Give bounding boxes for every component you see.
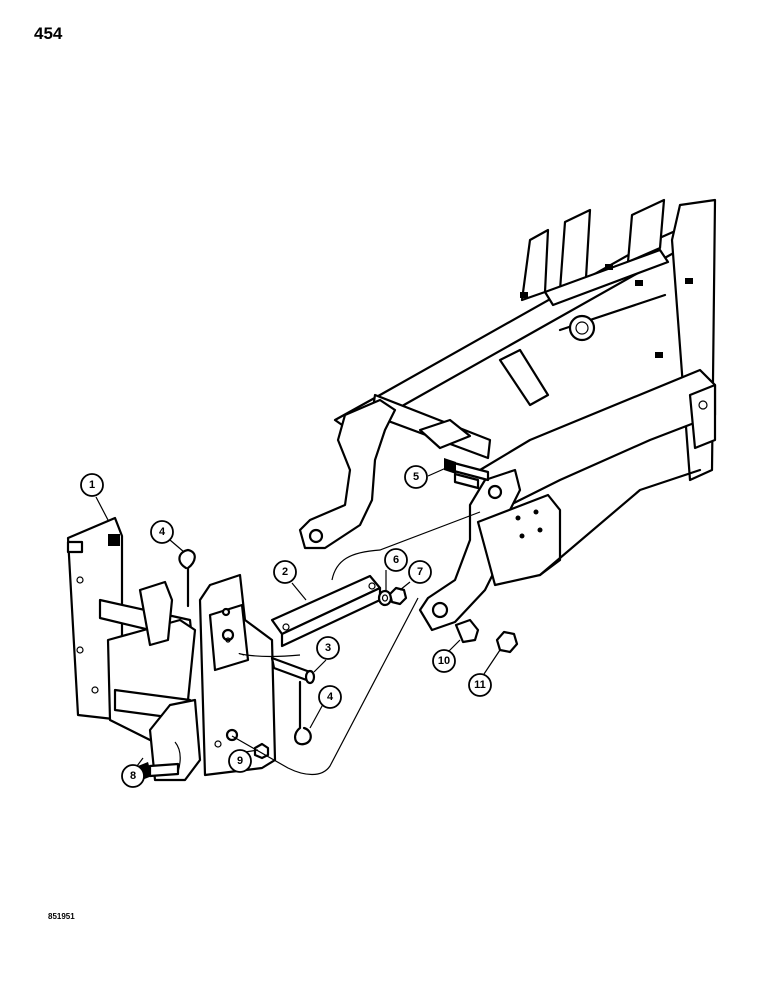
- page-number: 454: [34, 24, 63, 43]
- callout-5-label: 5: [413, 471, 419, 483]
- bolt-5: [444, 458, 490, 490]
- callout-9-label: 9: [237, 755, 243, 767]
- figure-code: 851951: [48, 912, 75, 921]
- callout-2-label: 2: [282, 566, 288, 578]
- pin-3: [270, 656, 316, 685]
- quick-coupler: [66, 516, 277, 782]
- nut-7: [388, 586, 408, 606]
- callout-11: 11: [468, 673, 492, 697]
- callout-6: 6: [384, 548, 408, 572]
- callout-9: 9: [228, 749, 252, 773]
- bushing-10: [454, 618, 480, 644]
- alignment-lines: [174, 511, 481, 776]
- callout-7-label: 7: [417, 566, 423, 578]
- callout-1-label: 1: [89, 479, 95, 491]
- callout-4b-label: 4: [327, 691, 334, 703]
- lynch-pin-upper: [178, 548, 196, 608]
- bolt-8: [138, 762, 180, 780]
- callout-7: 7: [408, 560, 432, 584]
- callout-8-label: 8: [130, 770, 136, 782]
- washer-6: [377, 589, 393, 607]
- lynch-pin-lower: [294, 680, 312, 746]
- nut-11: [495, 630, 519, 654]
- callout-3-label: 3: [325, 642, 331, 654]
- callout-2: 2: [273, 560, 297, 584]
- callout-1: 1: [80, 473, 104, 497]
- callout-10: 10: [432, 649, 456, 673]
- callout-10-label: 10: [438, 655, 450, 667]
- callout-8: 8: [121, 764, 145, 788]
- callout-3: 3: [316, 636, 340, 660]
- callout-4a-label: 4: [159, 526, 166, 538]
- callout-4a: 4: [150, 520, 174, 544]
- callout-5: 5: [404, 465, 428, 489]
- link-bar-2: [270, 574, 382, 648]
- callout-4b: 4: [318, 685, 342, 709]
- callout-6-label: 6: [393, 554, 399, 566]
- callout-11-label: 11: [474, 679, 486, 691]
- loader-frame: [298, 198, 717, 632]
